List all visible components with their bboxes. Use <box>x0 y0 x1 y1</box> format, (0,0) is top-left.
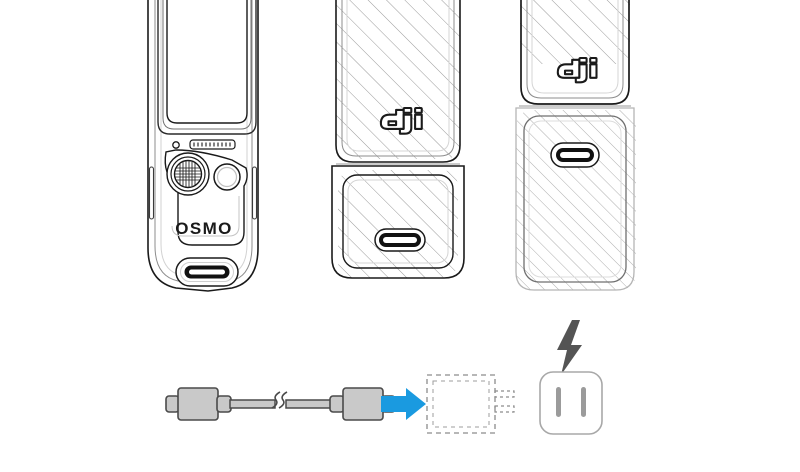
back-top-outline-inner <box>341 0 455 157</box>
side-top-hatch <box>520 0 630 64</box>
speaker-grille <box>189 139 236 150</box>
lens-ring <box>213 163 241 191</box>
outlet-slot-left <box>556 387 561 417</box>
bolt-shape <box>557 320 582 375</box>
adapter-outline-inner <box>432 380 490 428</box>
side-body-hatch <box>516 110 636 290</box>
outlet-faceplate <box>539 371 603 435</box>
side-top-outline <box>520 0 630 105</box>
screen-bezel-inner <box>162 0 252 130</box>
side-top-outline-inner <box>526 0 624 99</box>
back-top-highlight <box>346 0 450 152</box>
device-side-view <box>515 0 636 291</box>
side-body-panel <box>523 115 627 283</box>
screen-bezel-outer <box>157 0 257 135</box>
back-bottom-panel-highlight <box>347 179 449 264</box>
cable-left-tip <box>165 395 180 413</box>
cable-right-strain-relief <box>329 395 345 413</box>
usb-c-port-back <box>374 228 426 252</box>
back-bottom-hatch <box>338 170 458 278</box>
cable-left-body <box>177 387 219 421</box>
connection-arrow <box>381 388 426 420</box>
usb-c-cable <box>165 387 396 421</box>
usb-c-port-side <box>550 142 600 168</box>
power-adapter-placeholder <box>426 374 515 434</box>
osmo-wordmark: OSMO <box>175 219 233 238</box>
arrow-right-icon <box>381 388 426 420</box>
side-body-outline <box>515 107 635 291</box>
device-front-view: OSMO <box>147 0 259 292</box>
camera-module-highlight <box>171 196 240 237</box>
microphone-mesh <box>166 152 210 196</box>
lightning-bolt-icon <box>557 320 582 375</box>
dji-logo-side <box>556 56 598 84</box>
side-button-right <box>251 166 258 220</box>
cable-cord-right <box>285 399 332 409</box>
device-outer-shell <box>147 0 259 292</box>
status-led <box>172 141 180 149</box>
device-back-view <box>331 0 465 279</box>
cable-left-strain-relief <box>216 395 232 413</box>
usb-c-port-front <box>175 257 239 287</box>
side-body-panel-highlight <box>528 120 622 278</box>
cable-cord-left <box>229 399 276 409</box>
wall-outlet <box>539 371 603 435</box>
dji-logo-back <box>379 106 423 135</box>
back-top-outline <box>335 0 461 163</box>
cable-right-body <box>342 387 384 421</box>
back-top-hatch <box>336 0 460 159</box>
side-top-highlight <box>531 0 619 94</box>
back-bottom-outline <box>331 165 465 279</box>
cable-break-symbol <box>271 391 288 409</box>
back-bottom-panel <box>342 174 454 269</box>
outlet-slot-right <box>581 387 586 417</box>
side-button-left <box>148 166 155 220</box>
screen <box>166 0 248 124</box>
